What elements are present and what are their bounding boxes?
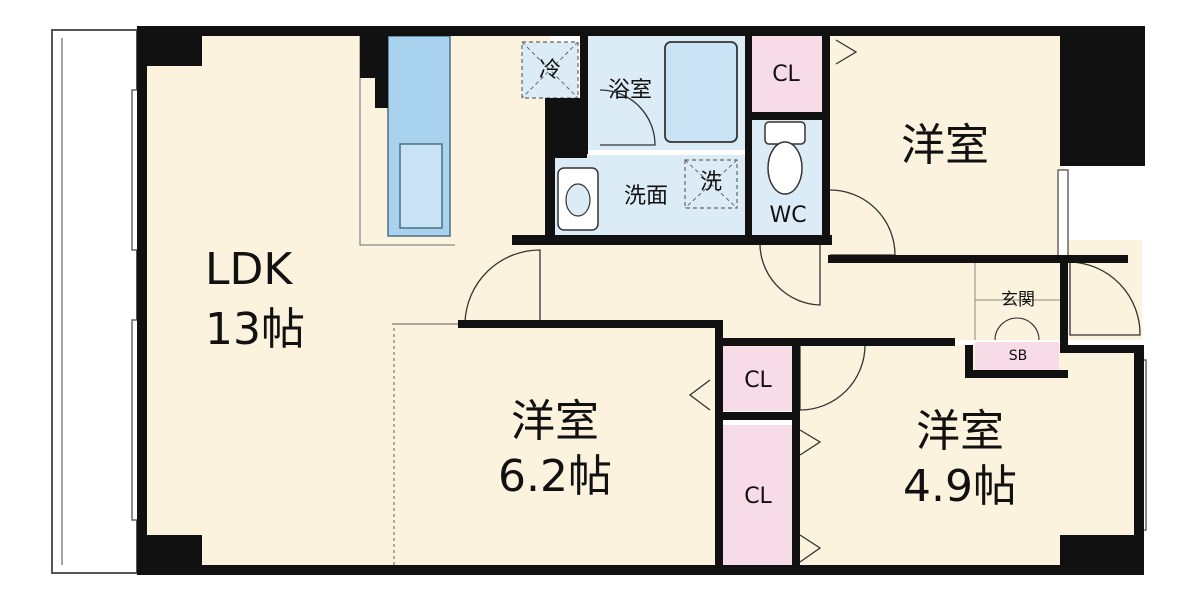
closet-low-floor bbox=[722, 425, 794, 570]
closet-low-door-a bbox=[799, 429, 822, 456]
western-room-a-label: 洋室 bbox=[511, 396, 599, 447]
kitchen-partition bbox=[359, 36, 455, 246]
closet-low-door-b bbox=[799, 534, 822, 563]
toilet-label: WC bbox=[769, 203, 807, 228]
walls bbox=[137, 26, 1145, 575]
ldk-label: LDK bbox=[205, 244, 293, 295]
washroom-label: 洗面 bbox=[623, 184, 668, 209]
entrance-door-swing bbox=[1069, 261, 1141, 336]
entrance-label: 玄関 bbox=[1001, 290, 1035, 310]
closet-mid-door bbox=[688, 379, 711, 411]
ldk-door-swing bbox=[464, 249, 541, 323]
closet-top-label: CL bbox=[772, 62, 800, 87]
closet-low-label: CL bbox=[744, 484, 772, 509]
room-b-door-swing bbox=[799, 344, 866, 411]
washer-label: 洗 bbox=[699, 170, 722, 195]
shoe-box-floor bbox=[975, 342, 1059, 370]
toilet-door-swing bbox=[759, 239, 821, 306]
closet-top-door bbox=[835, 39, 858, 65]
western-room-b-label: 洋室 bbox=[916, 406, 1004, 457]
toilet-bowl bbox=[767, 141, 803, 195]
wash-basin-bowl bbox=[565, 183, 591, 217]
western-room-b-size: 4.9帖 bbox=[903, 461, 1017, 512]
bath-label: 浴室 bbox=[607, 78, 652, 103]
closet-mid-label: CL bbox=[744, 368, 772, 393]
room-c-door-swing bbox=[829, 189, 896, 256]
washer-cross-b bbox=[684, 159, 738, 209]
ldk-floor bbox=[137, 30, 392, 573]
fridge-cross-b bbox=[521, 41, 579, 99]
kitchen-sink bbox=[399, 143, 443, 229]
shoe-box-doors bbox=[994, 317, 1040, 341]
western-room-c-floor bbox=[825, 30, 1065, 260]
western-room-c-label: 洋室 bbox=[901, 120, 989, 171]
entrance-step bbox=[974, 262, 1060, 340]
closet-top-floor bbox=[750, 36, 822, 112]
closet-mid-floor bbox=[722, 345, 794, 411]
toilet-tank bbox=[764, 121, 806, 145]
fridge-label: 冷 bbox=[538, 58, 561, 83]
shoe-box-label: SB bbox=[1008, 348, 1028, 364]
ldk-size: 13帖 bbox=[205, 304, 305, 355]
fridge-cross-a bbox=[521, 41, 579, 99]
bath-door-swing bbox=[599, 89, 656, 146]
western-room-a-floor bbox=[392, 325, 717, 573]
balcony bbox=[51, 29, 138, 574]
western-room-a-size: 6.2帖 bbox=[498, 451, 612, 502]
bathtub bbox=[664, 41, 738, 143]
